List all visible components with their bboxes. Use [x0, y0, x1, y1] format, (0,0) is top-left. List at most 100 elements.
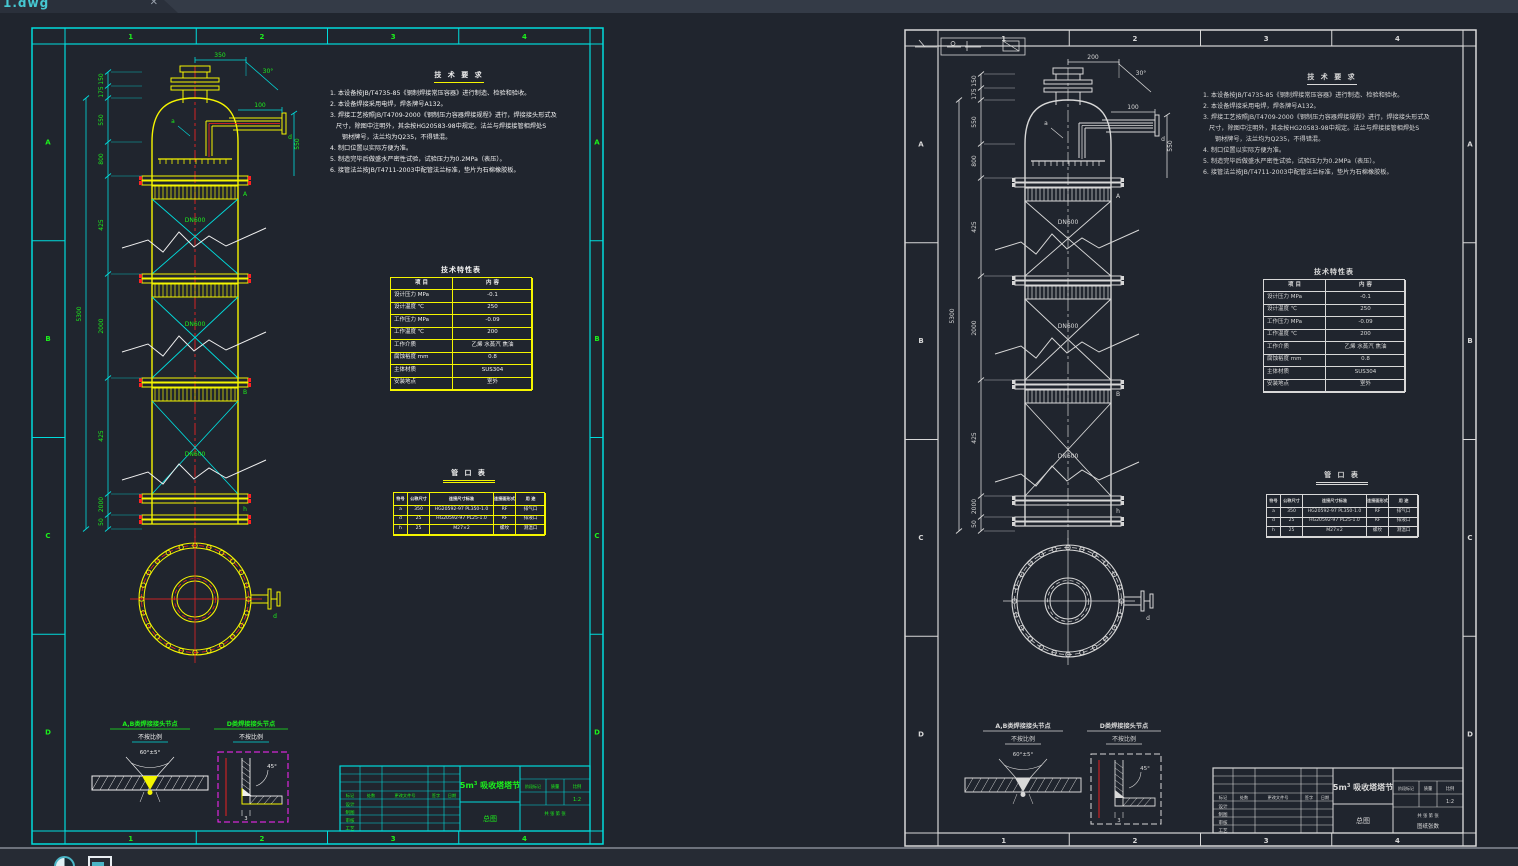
label: 175: [971, 88, 978, 100]
label: d: [1161, 136, 1165, 143]
nozzle-table-title-wrap: 管 口 表: [393, 468, 545, 483]
flange-plan-view: d: [130, 536, 281, 663]
label: 4: [522, 835, 527, 843]
label: 150: [98, 73, 105, 85]
table-cell: 测温口: [1389, 527, 1419, 537]
table-cell: 工作压力 MPa: [391, 315, 453, 328]
table-header-cell: 符号: [394, 493, 408, 506]
nozzle-table-title-wrap: 管 口 表: [1266, 470, 1418, 485]
label: A: [918, 140, 924, 148]
label: h: [243, 506, 247, 513]
table-cell: M27×2: [1303, 527, 1367, 537]
label: C: [594, 532, 599, 540]
label: 标记: [346, 792, 355, 799]
table-cell: 主体材质: [391, 365, 453, 378]
note-line: 钢材牌号，法兰均为Q235，不得错混。: [1203, 136, 1325, 143]
label: 1: [128, 33, 133, 41]
table-header-cell: 用 途: [1389, 495, 1419, 508]
table-cell: 250: [1326, 304, 1406, 317]
notes-title: 技 术 要 求: [1307, 72, 1357, 85]
label: 425: [98, 430, 105, 442]
label: 3: [1264, 35, 1269, 43]
label: A: [594, 138, 600, 146]
table-cell: 工作温度 ℃: [1264, 329, 1326, 342]
label: D: [918, 731, 924, 739]
label: 签字: [432, 792, 440, 798]
note-line: 5. 制造完毕后做盛水严密性试验，试验压力为0.2MPa（表压）。: [1203, 158, 1379, 165]
label: DN600: [1058, 323, 1079, 330]
table-cell: HG20592-97 PL350-1.0: [1303, 508, 1367, 518]
table-cell: h: [394, 525, 408, 535]
capture-region-icon[interactable]: [88, 856, 112, 866]
label: 制图: [346, 809, 355, 816]
table-header-cell: 项 目: [391, 278, 453, 290]
label: 审核: [346, 817, 355, 824]
label: 共 张 第 张: [544, 810, 566, 817]
nozzle-table-title: 管 口 表: [443, 468, 495, 483]
label: B: [1116, 391, 1120, 398]
view-sphere-icon[interactable]: [54, 856, 75, 866]
table-cell: RF: [1367, 508, 1389, 518]
table-cell: 工作压力 MPa: [1264, 317, 1326, 330]
table-cell: -0.09: [453, 315, 533, 328]
label: 质量: [551, 783, 560, 790]
dimensions: 1501755508004252000425200050530020030°10…: [949, 54, 1174, 534]
table-header-cell: 项 目: [1264, 280, 1326, 292]
note-line: 4. 制口位置以实际方便为准。: [1203, 147, 1286, 154]
drawing-title: 5m3 吸收塔塔节: [1333, 782, 1393, 792]
label: B: [918, 337, 923, 345]
drawing-tab[interactable]: 1.dwg ✕: [0, 0, 178, 13]
tab-close-icon[interactable]: ✕: [149, 0, 158, 8]
label: D: [45, 729, 51, 737]
label: 4: [1395, 837, 1400, 845]
label: 不按比例: [1011, 735, 1035, 743]
label: DN600: [185, 217, 206, 224]
label: 5300: [949, 308, 956, 323]
note-line: 3. 焊接工艺按照JB/T4709-2000《钢制压力容器焊接规程》进行，焊接接…: [1203, 114, 1430, 121]
flange-plan-view: d: [1003, 538, 1154, 665]
label: 审核: [1219, 819, 1228, 826]
label: C: [45, 532, 50, 540]
table-cell: d: [394, 515, 408, 525]
label: 2: [259, 835, 264, 843]
label: 4: [522, 33, 527, 41]
table-cell: 设计温度 ℃: [1264, 304, 1326, 317]
label: B: [1467, 337, 1472, 345]
tab-title: 1.dwg: [3, 0, 50, 10]
table-cell: 0.8: [1326, 354, 1406, 367]
table-header-cell: 连接尺寸标准: [1303, 495, 1367, 508]
label: 日期: [1321, 795, 1329, 801]
label: 350: [214, 52, 226, 59]
note-line: 6. 接管法兰按JB/T4711-2003中配管法兰标准，垫片为石棉橡胶板。: [330, 167, 520, 174]
table-cell: 0.8: [453, 352, 533, 365]
spec-table-title: 技术特性表: [1314, 268, 1354, 276]
label: 2: [1132, 35, 1137, 43]
label: DN600: [1058, 219, 1079, 226]
table-cell: 主体材质: [1264, 367, 1326, 380]
label: B: [594, 335, 599, 343]
label: 800: [971, 155, 978, 167]
titlebar: 1.dwg ✕: [0, 0, 1518, 13]
label: 60°±5°: [140, 750, 161, 756]
label: 3: [1264, 837, 1269, 845]
label: 50: [98, 518, 105, 526]
label: 2000: [98, 497, 105, 512]
label: 800: [98, 153, 105, 165]
label: DN600: [185, 321, 206, 328]
table-cell: HG20592-97 PL25-1.0: [430, 515, 494, 525]
label: C: [918, 534, 923, 542]
table-header-cell: 连接面形式: [494, 493, 516, 506]
table-cell: 螺纹: [494, 525, 516, 535]
table-cell: 乙烯 水蒸汽 焦油: [453, 340, 533, 353]
table-cell: RF: [494, 515, 516, 525]
label: 200: [1087, 54, 1099, 61]
table-header-cell: 内 容: [1326, 280, 1406, 292]
